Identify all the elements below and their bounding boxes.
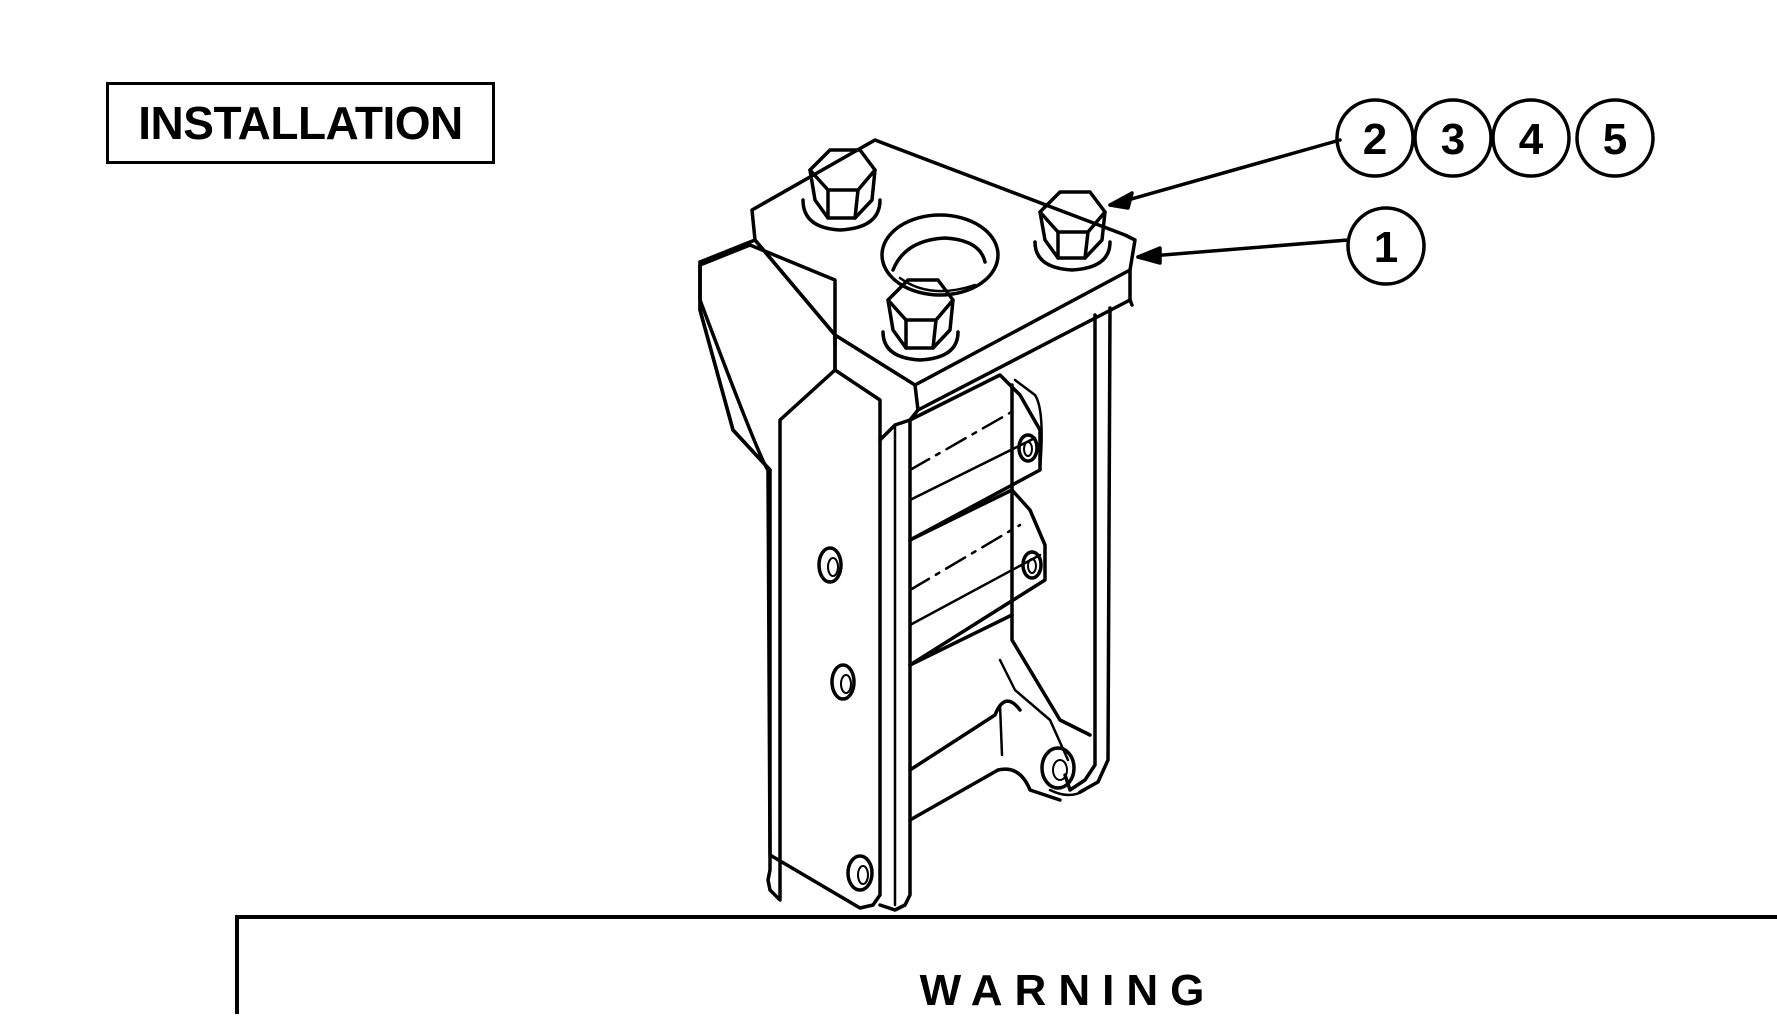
side-hole-lower xyxy=(846,854,874,892)
section-title-text: INSTALLATION xyxy=(138,97,463,149)
center-bore xyxy=(880,213,1000,297)
bolt-top-right xyxy=(1033,190,1112,272)
callout-leader-bracket xyxy=(1136,238,1350,265)
warning-box: WARNING xyxy=(235,915,1777,1015)
callout-number-4: 4 xyxy=(1519,115,1544,164)
bolt-front xyxy=(881,278,960,362)
callout-number-2: 2 xyxy=(1363,115,1387,164)
warning-title: WARNING xyxy=(919,966,1217,1015)
cross-slat-upper xyxy=(908,373,1042,542)
callout-number-5: 5 xyxy=(1603,115,1627,164)
callout-fastener-group xyxy=(1335,98,1655,178)
bracket-left-outer xyxy=(700,265,770,470)
lower-pivot-hole xyxy=(1040,746,1076,790)
callout-bracket xyxy=(1346,206,1426,286)
bracket-rear-plate xyxy=(1010,383,1092,737)
cross-slat-middle xyxy=(908,488,1047,667)
bolt-top-left xyxy=(801,148,882,232)
bracket-right-post xyxy=(1063,313,1097,792)
side-hole-upper xyxy=(817,546,843,584)
side-hole-middle xyxy=(830,663,856,701)
bracket-side-plate xyxy=(698,260,882,910)
callout-number-3: 3 xyxy=(1441,115,1465,164)
callout-leader-fasteners xyxy=(1108,138,1342,210)
section-title: INSTALLATION xyxy=(106,82,495,164)
cross-slat-lower xyxy=(908,613,1087,822)
callout-number-1: 1 xyxy=(1374,223,1398,272)
